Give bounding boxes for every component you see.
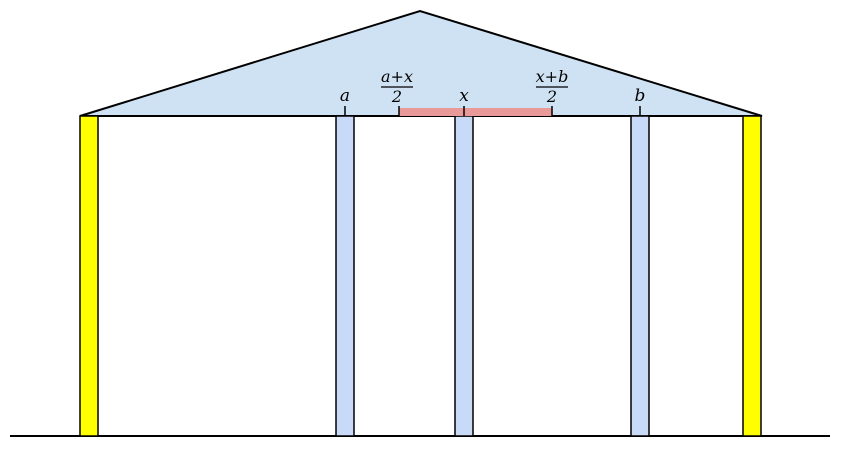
fraction-left-midpoint: a+x 2 xyxy=(381,67,413,106)
midpoint-segment xyxy=(399,108,552,116)
label-x: x xyxy=(459,86,469,106)
pillar-b xyxy=(630,115,650,437)
fraction-right-numerator: x+b xyxy=(536,67,569,86)
roof xyxy=(79,9,763,117)
pillar-x xyxy=(454,115,474,437)
left-outer-pillar xyxy=(79,115,99,437)
right-outer-pillar xyxy=(742,115,762,437)
pillar-a xyxy=(335,115,355,437)
fraction-right-denominator: 2 xyxy=(546,87,557,106)
fraction-left-numerator: a+x xyxy=(381,67,413,86)
label-b: b xyxy=(635,86,646,106)
fraction-right-midpoint: x+b 2 xyxy=(536,67,569,106)
label-a: a xyxy=(340,86,350,106)
fraction-left-denominator: 2 xyxy=(391,87,402,106)
